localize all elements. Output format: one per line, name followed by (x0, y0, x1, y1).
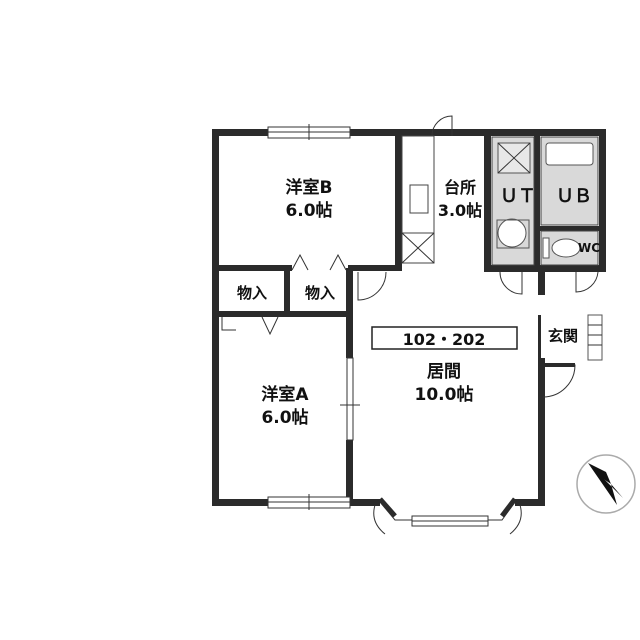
western-b-name: 洋室B (286, 177, 333, 198)
utility-label: ＵＴ (500, 186, 536, 207)
kitchen-size: 3.0帖 (438, 201, 482, 220)
unit-numbers: 102・202 (403, 330, 486, 349)
western-a-name: 洋室A (261, 384, 309, 405)
room-labels: 洋室B 6.0帖 台所 3.0帖 ＵＴ ＵＢ WC 物入 物入 洋室A 6.0帖… (237, 177, 600, 428)
unit-number-box (371, 326, 518, 350)
living-size: 10.0帖 (415, 384, 474, 405)
living-name: 居間 (427, 362, 461, 382)
fixtures (401, 135, 603, 361)
toilet-label: WC (578, 241, 600, 255)
compass-arrow-icon (576, 454, 636, 514)
western-a-size: 6.0帖 (261, 407, 308, 428)
western-b-size: 6.0帖 (285, 200, 332, 221)
storage-2-label: 物入 (305, 284, 335, 302)
bath-label: ＵＢ (556, 186, 592, 207)
storage-1-label: 物入 (237, 284, 267, 302)
bay-window (373, 497, 522, 535)
kitchen-name: 台所 (444, 178, 476, 197)
windows (267, 124, 360, 510)
entrance-label: 玄関 (548, 327, 578, 345)
inner-walls (212, 129, 606, 506)
